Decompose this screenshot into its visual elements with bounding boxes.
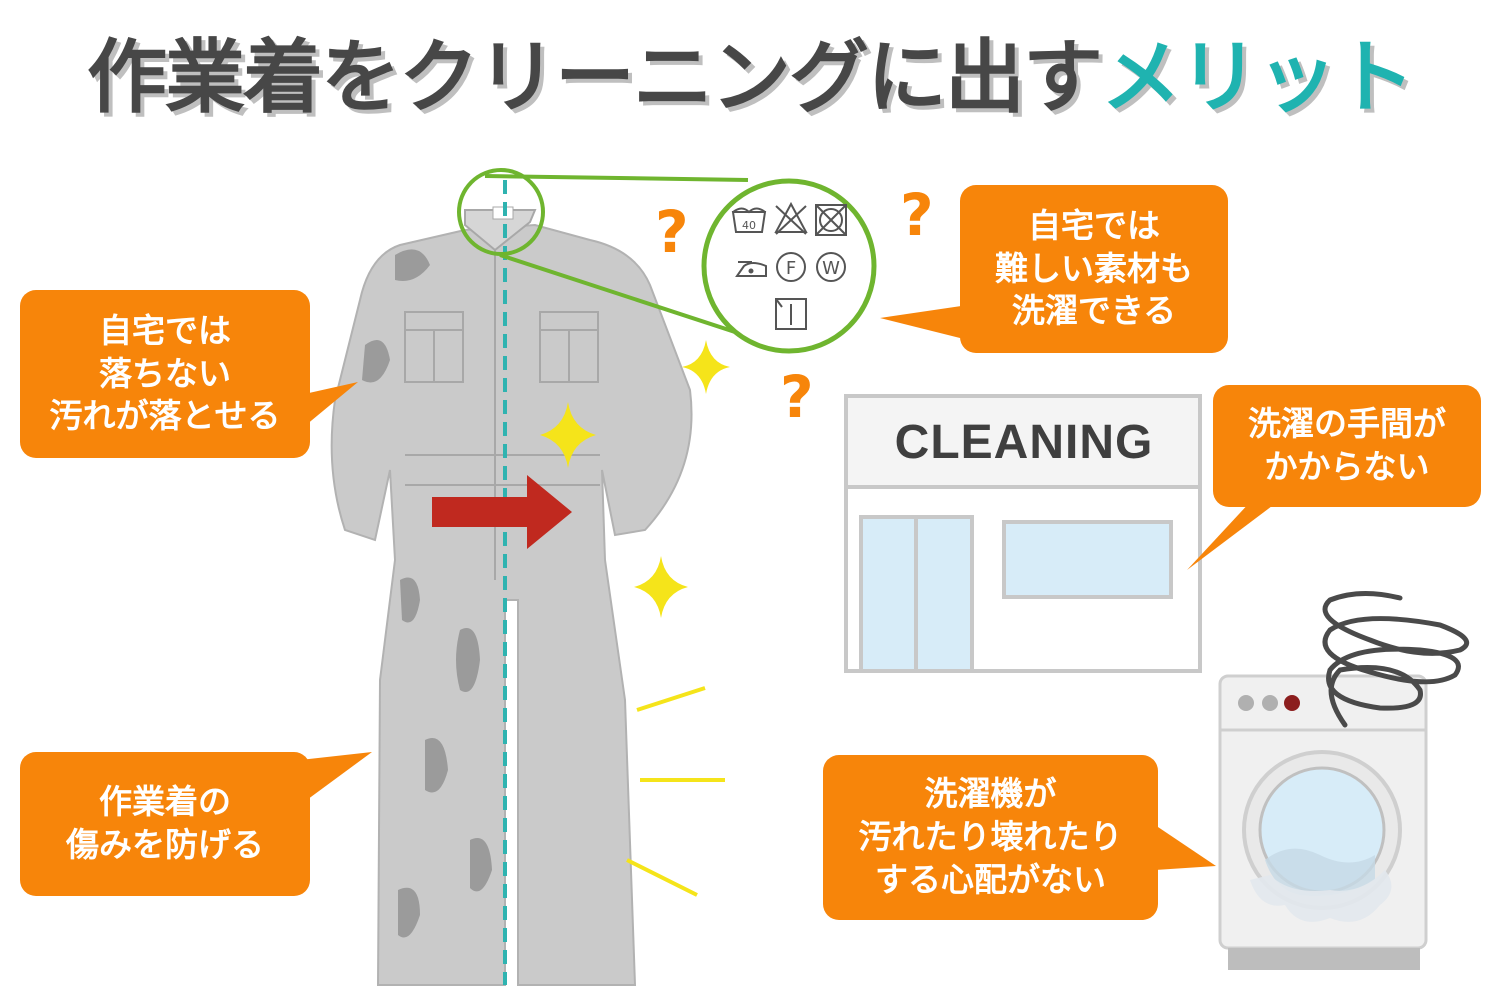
no-bleach-icon bbox=[774, 201, 808, 235]
bubble-machine: 洗濯機が 汚れたり壊れたり する心配がない bbox=[823, 755, 1158, 920]
bubble-line: 自宅では bbox=[1028, 205, 1160, 245]
stain-mark bbox=[400, 577, 420, 623]
washing-machine-icon bbox=[1218, 590, 1470, 970]
dry-clean-f-icon: F bbox=[776, 252, 806, 282]
wash-tub-icon: 40 bbox=[731, 207, 767, 233]
sparkles bbox=[540, 340, 730, 618]
svg-text:F: F bbox=[786, 258, 796, 279]
wet-clean-w-icon: W bbox=[816, 252, 846, 282]
iron-icon bbox=[735, 261, 767, 277]
care-label-icons: 40 F W bbox=[731, 201, 847, 330]
bubble-line: 洗濯機が bbox=[924, 774, 1057, 814]
bubble-line: かからない bbox=[1264, 447, 1430, 486]
bubble-damage: 作業着の 傷みを防げる bbox=[20, 752, 310, 896]
stain-mark bbox=[425, 738, 448, 793]
bubble-line: 洗濯の手間が bbox=[1248, 404, 1446, 444]
bubble-line: 洗濯できる bbox=[1011, 291, 1177, 331]
wash-temp-label: 40 bbox=[742, 219, 756, 232]
magnifier-icon bbox=[457, 168, 877, 354]
sparkle-icon bbox=[682, 340, 730, 394]
bubble-effort: 洗濯の手間が かからない bbox=[1213, 385, 1481, 507]
bubble-line: 自宅では bbox=[99, 310, 231, 350]
line-dry-icon bbox=[775, 298, 807, 330]
bubble-stains: 自宅では 落ちない 汚れが落とせる bbox=[20, 290, 310, 458]
question-marks: ? ? ? bbox=[655, 181, 934, 431]
bubble-line: 傷みを防げる bbox=[66, 825, 264, 864]
svg-text:W: W bbox=[822, 258, 840, 279]
question-mark-icon: ? bbox=[780, 363, 814, 431]
question-mark-icon: ? bbox=[655, 198, 689, 266]
title-main: 作業着をクリーニングに出す bbox=[87, 31, 1103, 124]
stain-mark bbox=[362, 340, 390, 383]
stain-mark bbox=[395, 249, 430, 281]
bubble-tails bbox=[300, 305, 1280, 870]
bubble-line: 落ちない bbox=[99, 353, 231, 393]
bubble-line: する心配がない bbox=[875, 859, 1106, 899]
stain-mark bbox=[470, 838, 492, 892]
question-mark-icon: ? bbox=[900, 181, 934, 249]
bubble-materials: 自宅では 難しい素材も 洗濯できる bbox=[960, 185, 1228, 353]
bubble-line: 汚れたり壊れたり bbox=[858, 817, 1123, 857]
no-tumble-dry-icon bbox=[815, 204, 847, 236]
store-sign: CLEANING bbox=[894, 415, 1154, 469]
stain-mark bbox=[456, 628, 480, 692]
cleaning-store-icon bbox=[844, 394, 1202, 673]
title-accent: メリット bbox=[1101, 31, 1415, 124]
shine-lines bbox=[626, 686, 725, 897]
bubble-line: 難しい素材も bbox=[995, 248, 1193, 288]
bubble-line: 作業着の bbox=[99, 782, 231, 822]
page-title: 作業着をクリーニングに出すメリット bbox=[0, 38, 1500, 118]
sparkle-icon bbox=[634, 556, 688, 618]
stain-mark bbox=[398, 887, 420, 938]
red-arrow-icon bbox=[432, 475, 572, 549]
sparkle-icon bbox=[540, 402, 596, 468]
bubble-line: 汚れが落とせる bbox=[49, 396, 281, 436]
